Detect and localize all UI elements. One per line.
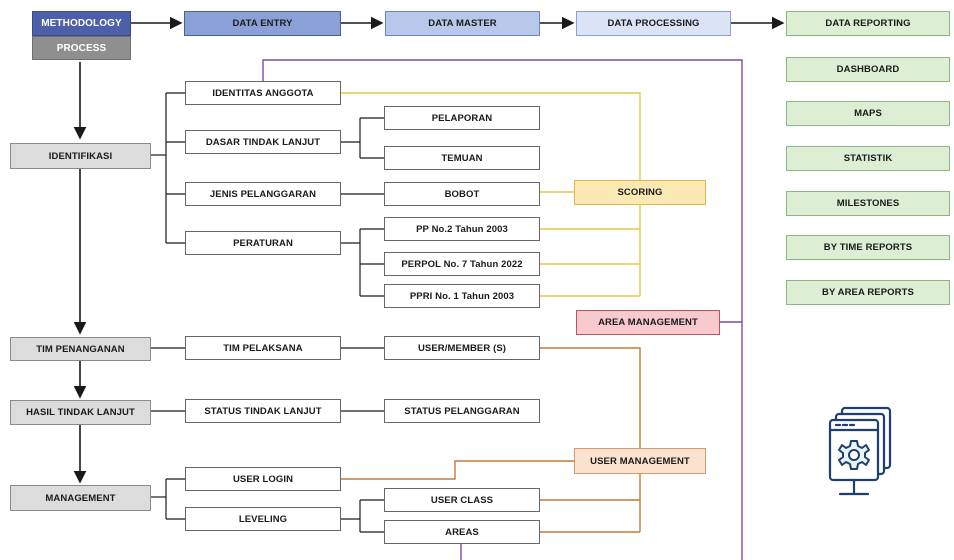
entry-dasar-tindak-lanjut: DASAR TINDAK LANJUT	[185, 130, 341, 154]
report-milestones: MILESTONES	[786, 191, 950, 216]
settings-monitor-icon	[822, 405, 900, 515]
master-user-member: USER/MEMBER (S)	[384, 336, 540, 360]
entry-identitas-anggota: IDENTITAS ANGGOTA	[185, 81, 341, 105]
data-entry-header: DATA ENTRY	[184, 11, 341, 36]
process-header: PROCESS	[32, 36, 131, 60]
entry-status-tindak-lanjut: STATUS TINDAK LANJUT	[185, 399, 341, 423]
entry-leveling: LEVELING	[185, 507, 341, 531]
process-identifikasi: IDENTIFIKASI	[10, 143, 151, 169]
entry-jenis-pelanggaran: JENIS PELANGGARAN	[185, 182, 341, 206]
process-management: MANAGEMENT	[10, 485, 151, 511]
master-bobot: BOBOT	[384, 182, 540, 206]
entry-tim-pelaksana: TIM PELAKSANA	[185, 336, 341, 360]
master-ppri-no1: PPRI No. 1 Tahun 2003	[384, 284, 540, 308]
processing-user-management: USER MANAGEMENT	[574, 448, 706, 474]
master-temuan: TEMUAN	[384, 146, 540, 170]
process-hasil-tindak-lanjut: HASIL TINDAK LANJUT	[10, 400, 151, 425]
processing-area-management: AREA MANAGEMENT	[576, 310, 720, 335]
data-reporting-header: DATA REPORTING	[786, 11, 950, 36]
report-maps: MAPS	[786, 101, 950, 126]
master-perpol-no7: PERPOL No. 7 Tahun 2022	[384, 252, 540, 276]
process-tim-penanganan: TIM PENANGANAN	[10, 337, 151, 361]
report-statistik: STATISTIK	[786, 146, 950, 171]
report-by-time: BY TIME REPORTS	[786, 235, 950, 260]
entry-peraturan: PERATURAN	[185, 231, 341, 255]
data-master-header: DATA MASTER	[385, 11, 540, 36]
methodology-header: METHODOLOGY	[32, 11, 131, 36]
master-pp-no2: PP No.2 Tahun 2003	[384, 217, 540, 241]
processing-scoring: SCORING	[574, 180, 706, 205]
data-processing-header: DATA PROCESSING	[576, 11, 731, 36]
master-user-class: USER CLASS	[384, 488, 540, 512]
master-areas: AREAS	[384, 520, 540, 544]
report-by-area: BY AREA REPORTS	[786, 280, 950, 305]
entry-user-login: USER LOGIN	[185, 467, 341, 491]
report-dashboard: DASHBOARD	[786, 57, 950, 82]
master-pelaporan: PELAPORAN	[384, 106, 540, 130]
master-status-pelanggaran: STATUS PELANGGARAN	[384, 399, 540, 423]
